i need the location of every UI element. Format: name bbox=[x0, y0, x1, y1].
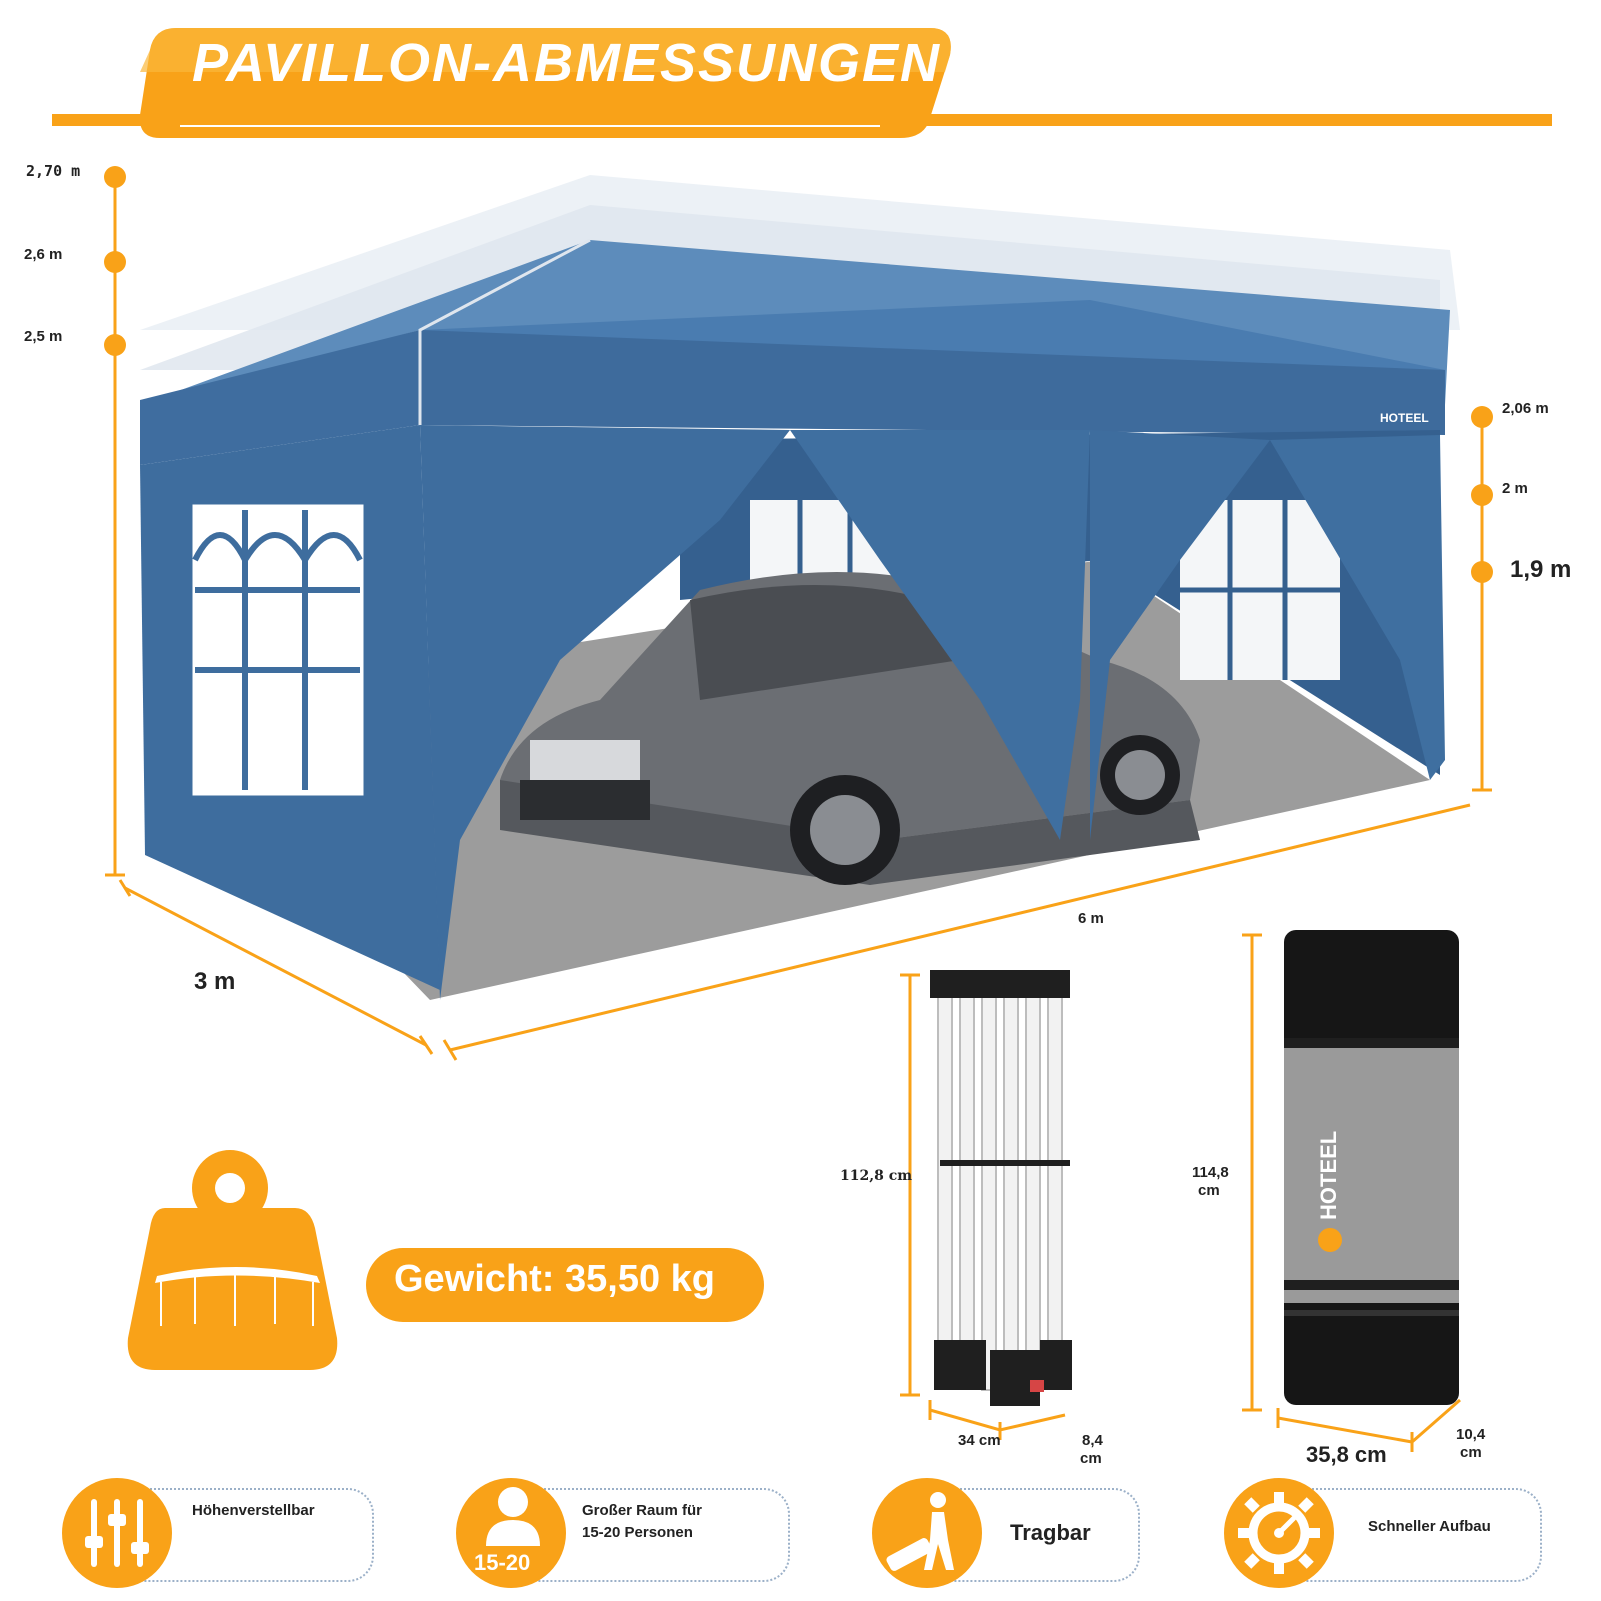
left-height-scale bbox=[104, 166, 126, 877]
weight-badge bbox=[366, 1248, 764, 1322]
bag-width-label: 35,8 cm bbox=[1306, 1442, 1387, 1467]
weight-label: Gewicht: 35,50 kg bbox=[394, 1258, 716, 1300]
weight-icon bbox=[127, 1150, 338, 1370]
capacity-badge-text: 15-20 bbox=[474, 1550, 531, 1575]
feature-label: Höhenverstellbar bbox=[192, 1502, 315, 1519]
frame-depth-unit: cm bbox=[1080, 1450, 1102, 1467]
speed-gear-icon bbox=[1238, 1492, 1320, 1574]
frame-width-label: 34 cm bbox=[958, 1432, 1001, 1449]
sliders-icon bbox=[85, 1499, 149, 1567]
side-height-max: 2,06 m bbox=[1502, 400, 1549, 417]
bag-depth-value: 10,4 bbox=[1456, 1426, 1486, 1443]
height-label-max: 2,70 m bbox=[26, 162, 81, 180]
side-height-mid: 2 m bbox=[1502, 480, 1528, 497]
right-height-scale bbox=[1471, 406, 1493, 792]
bag-brand-text: HOTEEL bbox=[1316, 1131, 1341, 1220]
walking-person-icon bbox=[886, 1492, 954, 1571]
feature-label-line1: Großer Raum für bbox=[582, 1502, 703, 1519]
side-height-min: 1,9 m bbox=[1510, 556, 1572, 583]
bag-depth-unit: cm bbox=[1460, 1444, 1482, 1461]
tent-illustration: HOTEEL bbox=[140, 175, 1460, 1000]
height-label-min: 2,5 m bbox=[24, 328, 63, 345]
feature-label: Schneller Aufbau bbox=[1368, 1518, 1491, 1535]
feature-label: Tragbar bbox=[1010, 1520, 1091, 1545]
feature-label-line2: 15-20 Personen bbox=[582, 1524, 693, 1541]
folded-frame-image bbox=[900, 970, 1072, 1440]
person-icon bbox=[486, 1487, 540, 1546]
bag-height-unit: cm bbox=[1198, 1182, 1220, 1199]
width-label: 3 m bbox=[194, 968, 236, 995]
svg-text:HOTEEL: HOTEEL bbox=[1380, 411, 1429, 425]
carry-bag-image: HOTEEL bbox=[1242, 930, 1461, 1452]
frame-height-label: 112,8 cm bbox=[840, 1168, 913, 1184]
length-label: 6 m bbox=[1078, 910, 1104, 927]
title-banner bbox=[52, 28, 1552, 138]
page-title: PAVILLON-ABMESSUNGEN bbox=[192, 33, 942, 93]
bag-height-value: 114,8 bbox=[1192, 1164, 1229, 1181]
height-label-mid: 2,6 m bbox=[24, 246, 63, 263]
frame-depth-value: 8,4 bbox=[1082, 1432, 1103, 1449]
